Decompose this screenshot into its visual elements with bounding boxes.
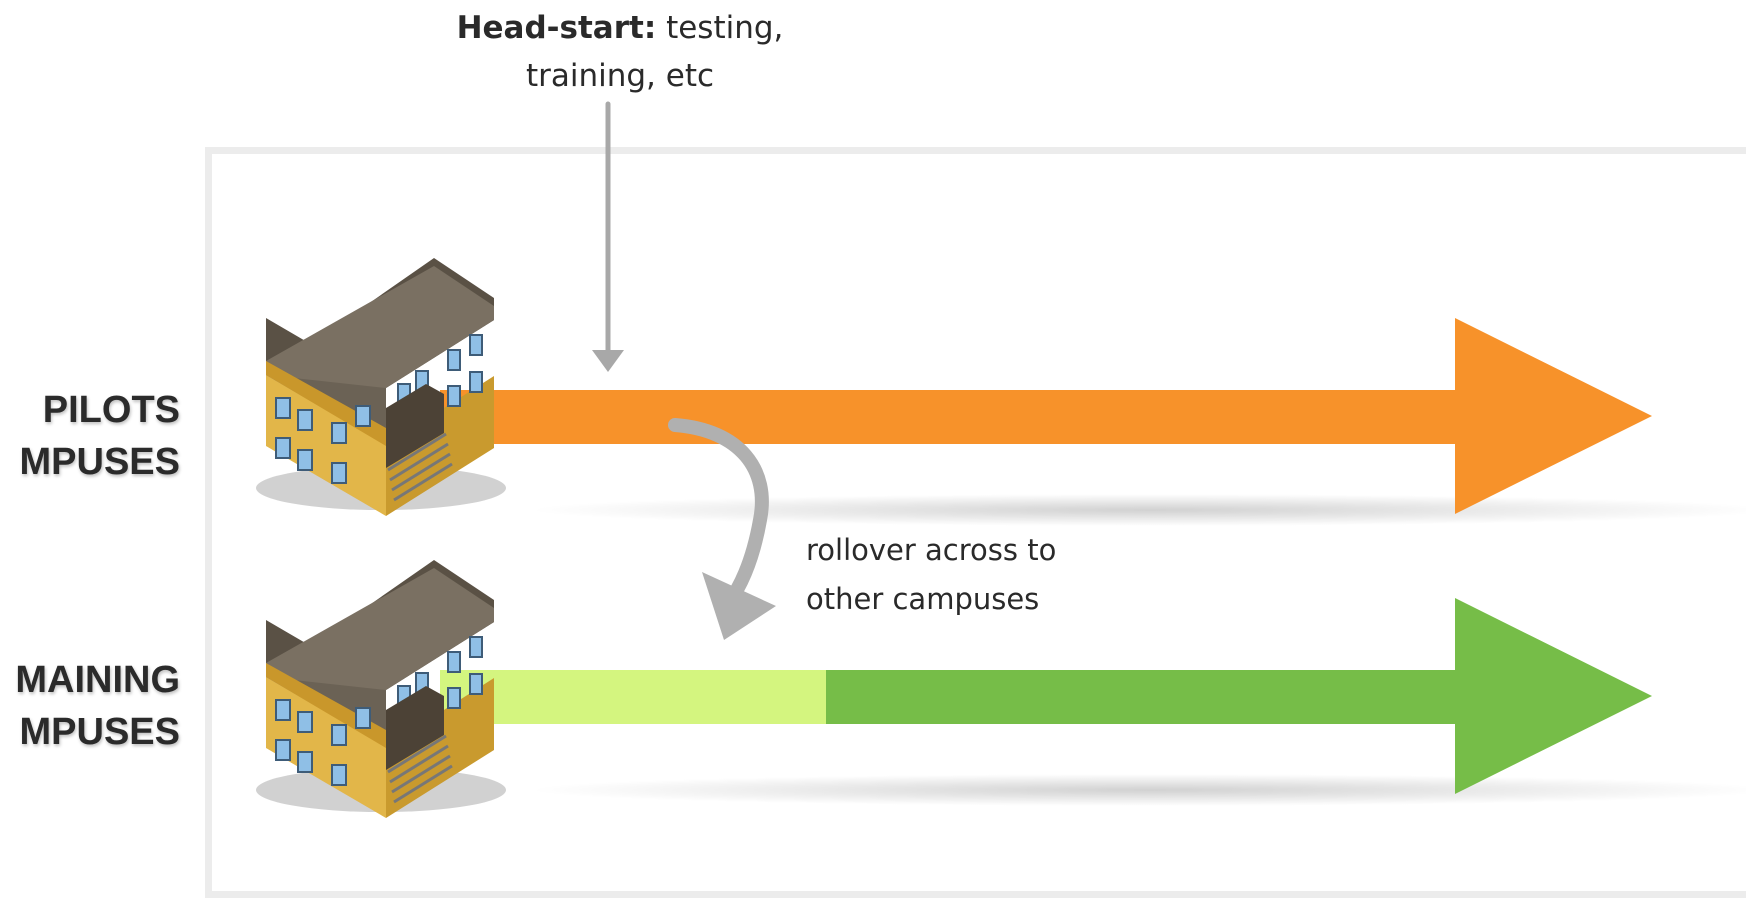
headstart-note-line2: training, etc — [525, 58, 715, 94]
row-label-pilots-line1: PILOTS — [42, 389, 180, 431]
timeline-frame — [205, 147, 1746, 898]
remaining-arrow — [440, 598, 1652, 794]
school-building-icon — [256, 258, 506, 516]
arrow-shadow-remaining — [530, 774, 1746, 806]
rollover-note: rollover across to other campuses — [806, 526, 1056, 624]
row-label-pilots-line2: MPUSES — [19, 441, 180, 483]
headstart-note-line1: testing, — [656, 10, 784, 46]
school-building-icon — [256, 560, 506, 818]
rollover-note-line2: other campuses — [806, 582, 1040, 616]
rollover-curved-arrow — [668, 418, 776, 640]
row-label-pilots: PILOTS MPUSES — [20, 384, 180, 488]
arrow-shadow-pilots — [530, 494, 1746, 526]
pilots-arrow — [440, 318, 1652, 514]
headstart-segment — [440, 670, 828, 724]
row-label-remaining-line2: MPUSES — [19, 711, 180, 753]
rollover-note-line1: rollover across to — [806, 533, 1057, 567]
headstart-note-bold: Head-start: — [456, 10, 657, 46]
headstart-pointer-arrow — [592, 101, 624, 372]
row-label-remaining: MAINING MPUSES — [15, 654, 180, 758]
headstart-note: Head-start: testing, training, etc — [420, 4, 820, 100]
row-label-remaining-line1: MAINING — [15, 659, 180, 701]
